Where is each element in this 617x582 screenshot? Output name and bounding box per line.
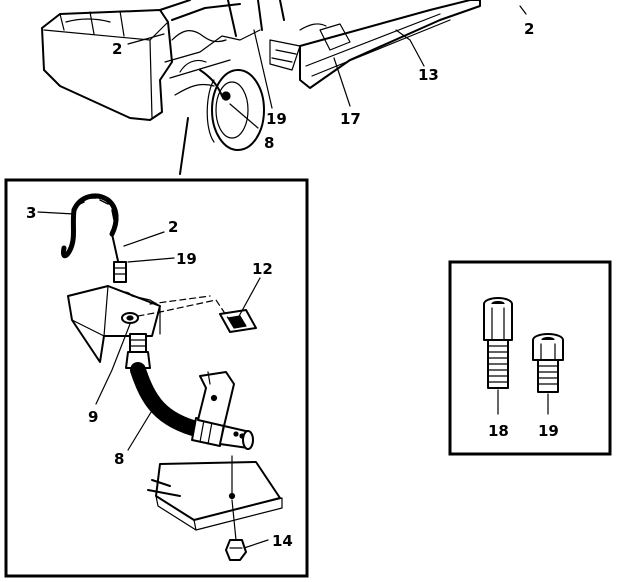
fittings-inset: 18 19 [448,260,612,456]
callout-top-19: 19 [266,110,287,128]
mounting-bracket [67,285,161,363]
chassis-view [41,0,481,151]
callout-detail-14: 14 [272,532,293,550]
hose-fitting-upper [125,333,151,369]
callout-detail-2: 2 [168,218,178,236]
fitting-19 [532,333,564,415]
callout-top-2-right: 2 [524,20,534,38]
retaining-clip [219,309,257,333]
callout-top-13: 13 [418,66,439,84]
callout-detail-3: 3 [26,204,36,222]
fitting-18 [483,297,513,415]
brake-drum [206,69,265,151]
frame-plate [147,455,283,531]
chassis-leaders [127,5,527,175]
callout-top-2-left: 2 [112,40,122,58]
detail-box: 3 2 19 12 9 8 14 [4,178,309,578]
hex-nut [225,499,247,561]
frame-rail [269,0,481,89]
callout-detail-8: 8 [114,450,124,468]
callout-top-8: 8 [264,134,274,152]
callout-inset-19: 19 [538,422,559,440]
callout-top-17: 17 [340,110,361,128]
callout-detail-19: 19 [176,250,197,268]
callout-detail-12: 12 [252,260,273,278]
callout-inset-18: 18 [488,422,509,440]
hose-support-bracket [197,371,235,427]
callout-detail-9: 9 [88,408,98,426]
